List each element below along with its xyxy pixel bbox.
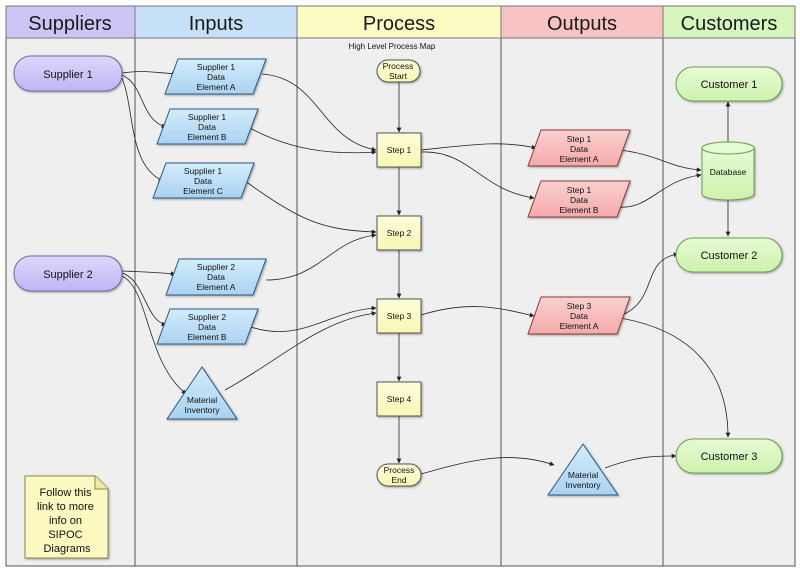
connector <box>619 252 679 317</box>
customers-title: Customers <box>681 13 778 35</box>
supplier-2-label: Supplier 2 <box>43 269 93 281</box>
step-3-label: Step 3 <box>387 311 412 321</box>
suppliers-title: Suppliers <box>28 13 111 35</box>
database[interactable]: Database <box>701 141 755 201</box>
connector <box>121 272 167 327</box>
outputs-title: Outputs <box>547 13 617 35</box>
connector <box>420 143 537 151</box>
connector <box>420 151 535 200</box>
process-header <box>296 5 502 39</box>
connector <box>224 311 377 391</box>
customer-1-label: Customer 1 <box>701 79 758 91</box>
step-4[interactable]: Step 4 <box>376 381 422 417</box>
customer-1[interactable]: Customer 1 <box>675 66 783 102</box>
connector <box>247 305 377 332</box>
lane-headers: Suppliers Inputs Process Outputs Custome… <box>5 5 796 39</box>
inputs-title: Inputs <box>189 13 243 35</box>
connector <box>420 306 535 318</box>
connector <box>619 149 702 173</box>
connector <box>619 317 731 438</box>
connector <box>121 270 176 277</box>
sipoc-info-note[interactable]: Follow this link to more info on SIPOC D… <box>24 475 109 559</box>
suppliers-header <box>5 5 136 39</box>
map-title: High Level Process Map <box>349 42 436 51</box>
step-2[interactable]: Step 2 <box>376 215 422 251</box>
supplier-1[interactable]: Supplier 1 <box>13 55 123 92</box>
connector <box>121 275 187 395</box>
connector <box>261 73 377 152</box>
step-3[interactable]: Step 3 <box>376 298 422 334</box>
connector <box>420 457 555 475</box>
inputs-header <box>134 5 298 39</box>
connectors <box>121 71 731 475</box>
customer-2[interactable]: Customer 2 <box>675 237 783 273</box>
customers-header <box>662 5 796 39</box>
connector <box>121 71 177 77</box>
supplier-2[interactable]: Supplier 2 <box>13 255 123 292</box>
step-4-label: Step 4 <box>387 394 412 404</box>
step-2-label: Step 2 <box>387 228 412 238</box>
step-1[interactable]: Step 1 <box>376 132 422 168</box>
connector <box>617 173 702 208</box>
connector <box>121 74 167 129</box>
connector <box>247 126 377 155</box>
connector <box>604 453 677 469</box>
outputs-header <box>500 5 664 39</box>
connector <box>265 233 377 281</box>
sipoc-info-note-text[interactable]: Follow this link to more info on SIPOC D… <box>37 487 97 555</box>
step-1-label: Step 1 <box>387 145 412 155</box>
customer-3[interactable]: Customer 3 <box>675 438 783 474</box>
database-label: Database <box>710 167 747 177</box>
customer-2-label: Customer 2 <box>701 250 758 262</box>
supplier-1-label: Supplier 1 <box>43 69 93 81</box>
connector <box>244 180 377 235</box>
process-title: Process <box>363 13 435 35</box>
connector <box>121 77 164 182</box>
customer-3-label: Customer 3 <box>701 451 758 463</box>
